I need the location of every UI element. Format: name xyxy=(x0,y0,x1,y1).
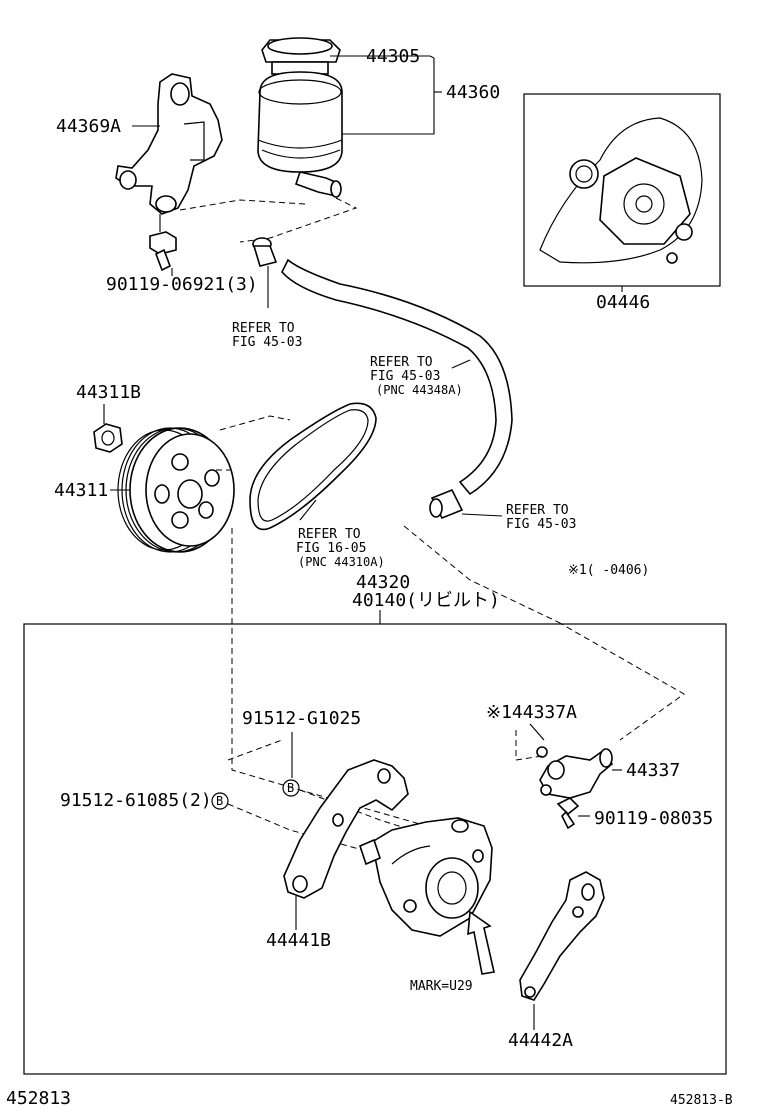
reservoir-cap-top xyxy=(267,37,333,55)
label-44337: 44337 xyxy=(626,760,680,781)
label-44311B: 44311B xyxy=(76,382,141,403)
union-fitting[interactable] xyxy=(539,748,614,799)
label-44320: 44320 xyxy=(356,572,410,593)
refer-upper-line2: FIG 45-03 xyxy=(232,335,302,350)
marker-b-lower-text: B xyxy=(216,794,223,808)
label-44441B: 44441B xyxy=(266,930,331,951)
reservoir-assembly[interactable] xyxy=(257,37,343,198)
pump-bracket-44441B[interactable] xyxy=(283,759,409,899)
bracket-plate xyxy=(115,73,223,215)
refer-belt-line1: REFER TO xyxy=(298,527,361,542)
label-44442A: 44442A xyxy=(508,1030,573,1051)
refer-belt-line2: FIG 16-05 xyxy=(296,541,366,556)
marker-b-lower xyxy=(211,792,229,810)
label-91512-G1025: 91512-G1025 xyxy=(242,708,361,729)
label-44369A: 44369A xyxy=(56,116,121,137)
refer-mid-line2: FIG 45-03 xyxy=(370,369,440,384)
refer-lower-line1: REFER TO xyxy=(506,503,569,518)
marker-b-upper-text: B xyxy=(287,781,294,795)
refer-lower-line2: FIG 45-03 xyxy=(506,517,576,532)
label-44337A: ※144337A xyxy=(486,702,577,723)
reservoir-bracket[interactable] xyxy=(115,73,223,215)
return-hose[interactable] xyxy=(281,258,513,496)
refer-mid-line1: REFER TO xyxy=(370,355,433,370)
mark-arrow xyxy=(467,910,495,975)
mark-u29-label: MARK=U29 xyxy=(410,979,473,994)
label-44360: 44360 xyxy=(446,82,500,103)
label-90119-06921: 90119-06921(3) xyxy=(106,274,258,295)
label-90119-08035: 90119-08035 xyxy=(594,808,713,829)
refer-mid-line3: (PNC 44348A) xyxy=(376,383,463,397)
refer-belt-line3: (PNC 44310A) xyxy=(298,555,385,569)
label-44311: 44311 xyxy=(54,480,108,501)
bolt-90119-06921[interactable] xyxy=(149,231,177,272)
label-91512-61085: 91512-61085(2) xyxy=(60,790,212,811)
power-steering-pump[interactable] xyxy=(359,817,493,937)
footer-diagram-code: 452813-B xyxy=(670,1093,733,1108)
pulley[interactable] xyxy=(117,427,235,553)
pulley-nut[interactable] xyxy=(93,423,123,453)
reservoir-body[interactable] xyxy=(257,71,343,173)
bolt-90119-08035[interactable] xyxy=(556,797,580,830)
hose-clamp-lower[interactable] xyxy=(429,488,464,520)
footer-diagram-number: 452813 xyxy=(6,1088,71,1109)
o-ring[interactable] xyxy=(536,746,548,758)
adjusting-bar-44442A[interactable] xyxy=(519,871,605,1001)
gasket-kit-parts xyxy=(539,117,703,264)
label-44305: 44305 xyxy=(366,46,420,67)
drive-belt[interactable] xyxy=(249,402,377,531)
label-04446: 04446 xyxy=(596,292,650,313)
note-star1: ※1( -0406) xyxy=(568,563,649,578)
pump-assembly-frame xyxy=(23,623,727,1075)
refer-upper-line1: REFER TO xyxy=(232,321,295,336)
label-40140: 40140(リビルト) xyxy=(352,590,500,611)
marker-b-upper xyxy=(282,779,300,797)
hose-clamp-upper[interactable] xyxy=(252,237,278,267)
